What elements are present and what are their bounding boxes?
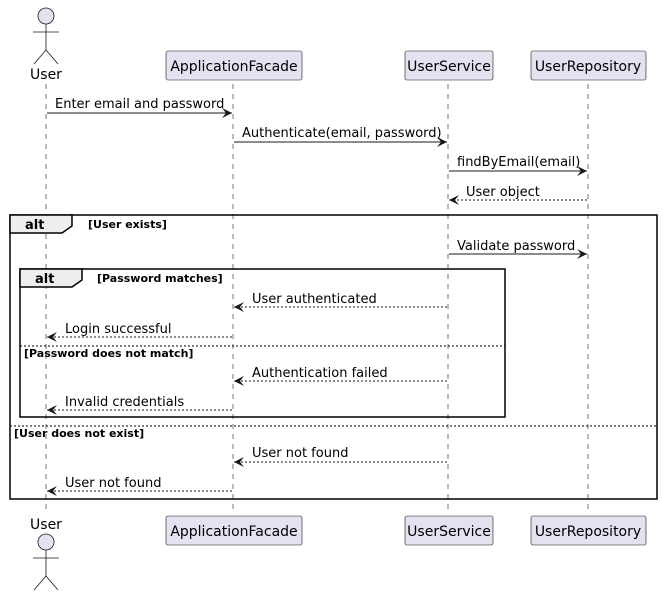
inner-alt-tab (19, 268, 83, 288)
user-label-top: User (30, 67, 62, 83)
repository-box-bottom: UserRepository (530, 515, 647, 546)
message-7-label: Login successful (65, 322, 171, 337)
inner-else-guard: [Password does not match] (24, 347, 193, 360)
message-4-label: User object (466, 185, 540, 200)
user-actor-bottom: User (30, 517, 62, 591)
inner-alt-frame (19, 268, 506, 418)
service-label-top: UserService (407, 59, 491, 75)
message-9-label: Invalid credentials (65, 395, 184, 410)
message-3-label: findByEmail(email) (457, 155, 580, 170)
service-label-bottom: UserService (407, 524, 491, 540)
message-5: Validate password (449, 239, 587, 259)
outer-else-guard: [User does not exist] (14, 427, 144, 440)
outer-alt-tab (9, 214, 73, 234)
repository-label-bottom: UserRepository (535, 524, 641, 540)
message-9: Invalid credentials (47, 395, 232, 415)
message-6-label: User authenticated (252, 292, 377, 307)
user-label-bottom: User (30, 517, 62, 533)
actor-head (37, 7, 55, 25)
message-8-label: Authentication failed (252, 366, 388, 381)
message-5-label: Validate password (457, 239, 575, 254)
message-7: Login successful (47, 322, 232, 342)
message-2: Authenticate(email, password) (234, 126, 447, 147)
message-6: User authenticated (234, 292, 447, 312)
inner-alt-guard: [Password matches] (97, 272, 223, 285)
repository-box-top: UserRepository (530, 50, 647, 81)
actor-head (37, 533, 55, 551)
inner-alt-keyword: alt (35, 272, 54, 287)
message-10: User not found (234, 446, 447, 467)
outer-alt-keyword: alt (25, 218, 44, 233)
facade-label-bottom: ApplicationFacade (170, 524, 297, 540)
outer-alt-frame (9, 214, 658, 500)
message-8: Authentication failed (234, 366, 447, 386)
message-1: Enter email and password (47, 97, 232, 118)
repository-label-top: UserRepository (535, 59, 641, 75)
message-10-label: User not found (252, 446, 348, 461)
message-2-label: Authenticate(email, password) (242, 126, 442, 141)
message-1-label: Enter email and password (55, 97, 224, 112)
outer-alt-fragment: alt [User exists] [User does not exist] (9, 214, 658, 500)
service-box-bottom: UserService (404, 515, 494, 546)
facade-box-bottom: ApplicationFacade (165, 515, 303, 546)
message-4: User object (449, 185, 587, 205)
message-3: findByEmail(email) (449, 155, 587, 176)
service-box-top: UserService (404, 50, 494, 81)
message-11: User not found (47, 476, 232, 496)
facade-box-top: ApplicationFacade (165, 50, 303, 81)
facade-label-top: ApplicationFacade (170, 59, 297, 75)
message-11-label: User not found (65, 476, 161, 491)
outer-alt-guard: [User exists] (88, 218, 167, 231)
inner-alt-fragment: alt [Password matches] [Password does no… (19, 268, 506, 418)
user-actor-top: User (30, 7, 62, 83)
